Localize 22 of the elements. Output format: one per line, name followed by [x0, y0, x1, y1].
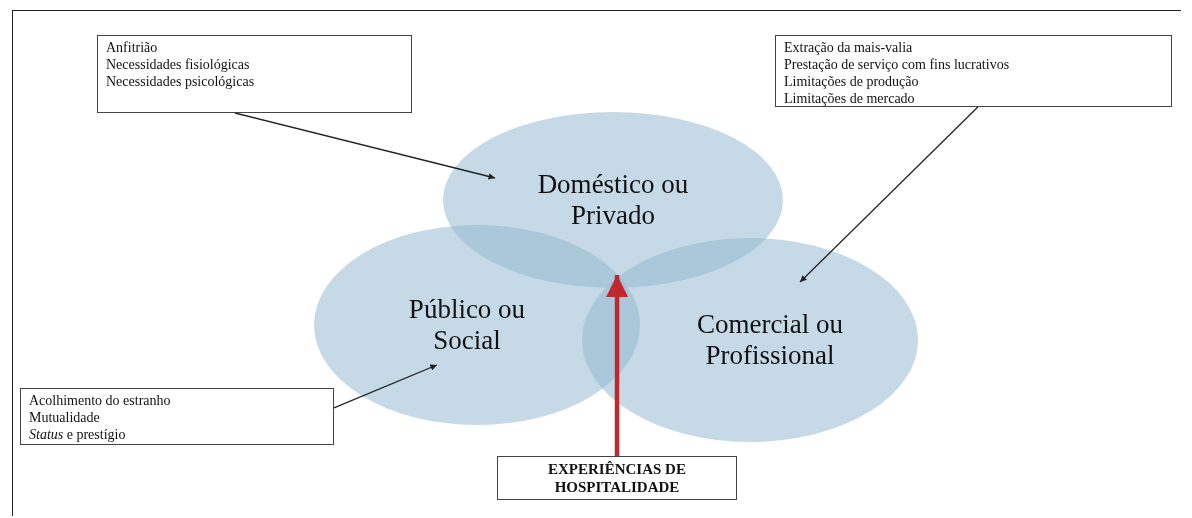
callout-box: [97, 35, 412, 113]
circle-label: Público ou Social: [407, 294, 527, 356]
callout-text: EXPERIÊNCIAS DE HOSPITALIDADE: [547, 460, 687, 496]
callout-text: Limitações de mercado: [784, 90, 916, 107]
callout-box: [20, 388, 334, 445]
callout-text: Anfitrião: [106, 39, 159, 56]
callout-text: Extração da mais-valia: [784, 39, 914, 56]
circle-label: Doméstico ou Privado: [536, 169, 690, 231]
callout-box: [497, 456, 737, 500]
leader-line: [333, 364, 438, 409]
callout-text: Prestação de serviço com fins lucrativos: [784, 56, 1011, 73]
circle-label: Comercial ou Profissional: [695, 309, 845, 371]
callout-text: Acolhimento do estranho: [29, 392, 172, 409]
callout-text: Necessidades fisiológicas: [106, 56, 251, 73]
leader-line: [234, 112, 496, 180]
leader-line: [799, 106, 979, 283]
callout-text: Limitações de produção: [784, 73, 920, 90]
callout-text: Status e prestígio: [29, 426, 127, 443]
callout-box: [775, 35, 1172, 107]
callout-text: Necessidades psicológicas: [106, 73, 256, 90]
callout-text: Mutualidade: [29, 409, 101, 426]
leader-line: [605, 275, 629, 456]
